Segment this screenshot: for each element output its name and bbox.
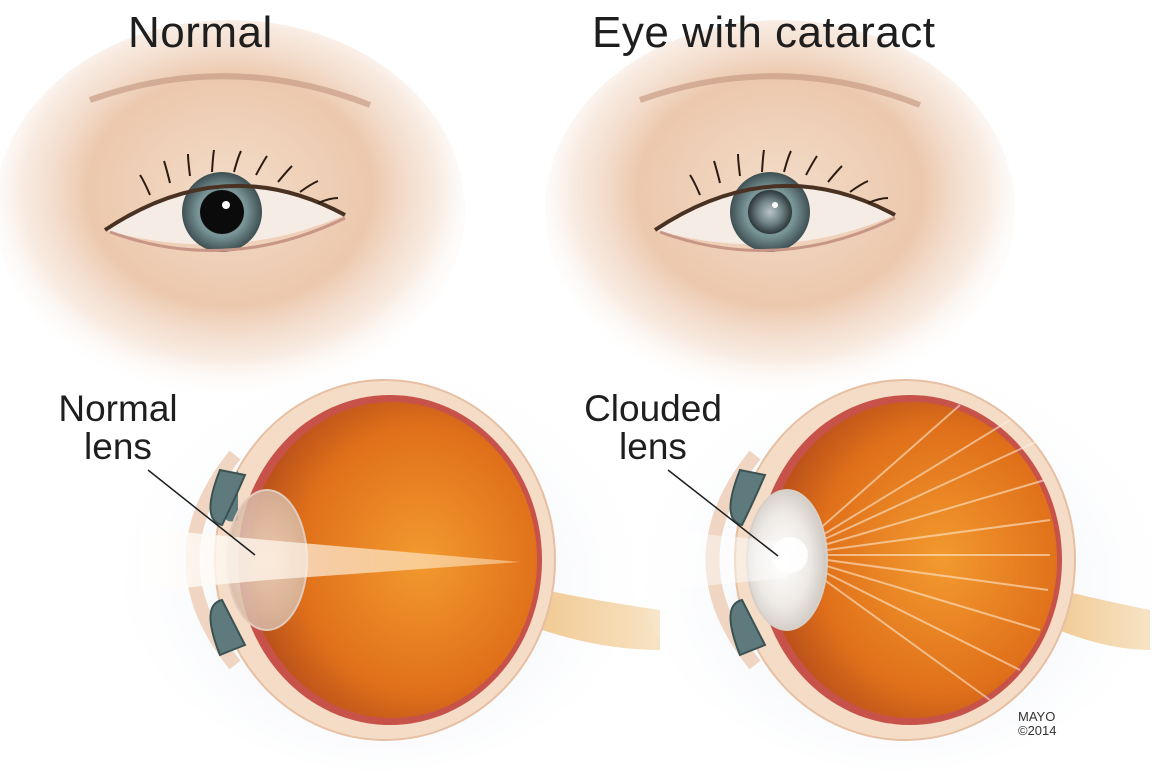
normal-lens-label-line2: lens — [48, 428, 188, 466]
mayo-credit: MAYO ©2014 — [1018, 710, 1057, 738]
normal-eye-face-view — [0, 20, 465, 400]
credit-line1: MAYO — [1018, 710, 1057, 724]
clouded-lens-label-line1: Clouded — [568, 390, 738, 428]
cataract-eye-face-view — [545, 20, 1015, 400]
normal-panel-title: Normal — [128, 8, 273, 58]
clouded-lens-label-line2: lens — [568, 428, 738, 466]
credit-line2: ©2014 — [1018, 724, 1057, 738]
clouded-lens-label: Clouded lens — [568, 390, 738, 466]
normal-lens-label-line1: Normal — [48, 390, 188, 428]
normal-lens-label: Normal lens — [48, 390, 188, 466]
cataract-panel-title: Eye with cataract — [592, 8, 936, 58]
